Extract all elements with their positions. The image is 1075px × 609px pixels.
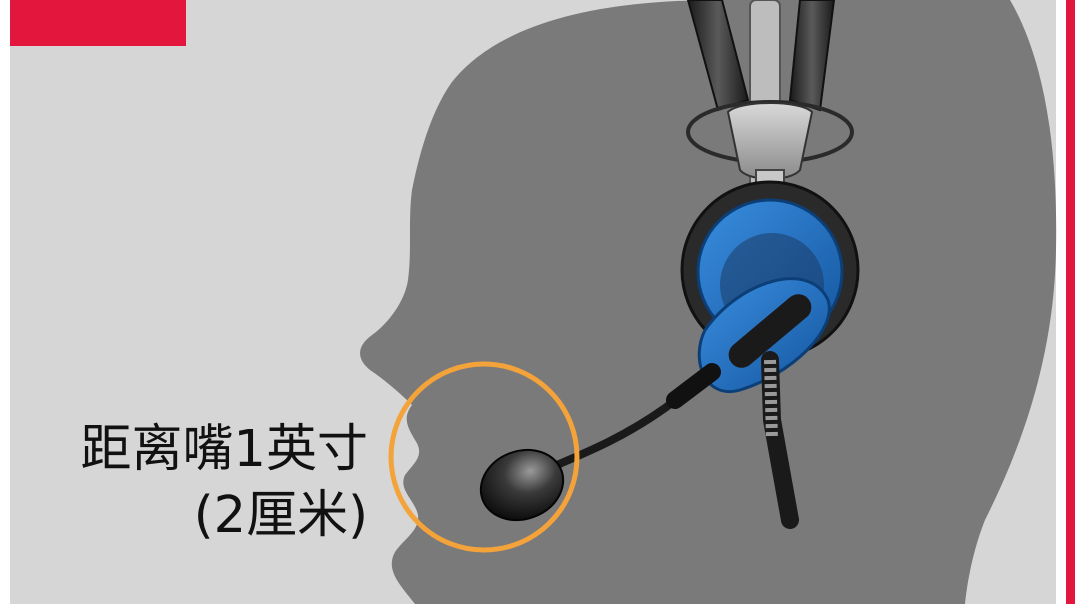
caption-distance-inches: 距离嘴1英寸 — [80, 420, 368, 479]
cable-strain-relief — [764, 359, 778, 441]
mouth-distance-circle — [388, 361, 580, 553]
headband-strap-left — [686, 0, 750, 112]
boom-arm-joint — [666, 363, 721, 409]
boom-pivot-grip — [728, 294, 812, 368]
right-edge-strip — [1066, 0, 1075, 604]
microphone-icon — [479, 448, 565, 522]
caption-distance-cm: (2厘米) — [193, 486, 368, 545]
headband-pad — [726, 102, 814, 180]
accent-bar — [10, 0, 186, 46]
headset-cable — [761, 351, 799, 529]
